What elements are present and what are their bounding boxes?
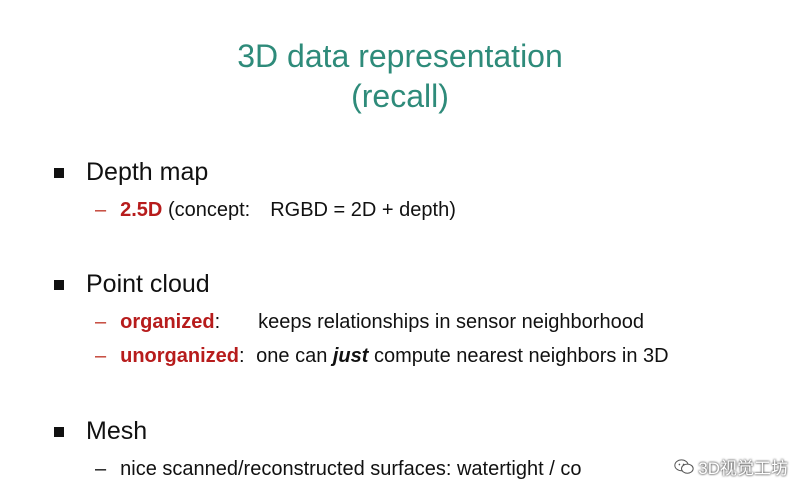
bullet-label: Depth map xyxy=(86,158,209,186)
bullet-square-icon xyxy=(54,426,64,437)
bullet-mesh: Mesh xyxy=(54,417,147,446)
bullet-square-icon xyxy=(54,167,64,178)
unorganized-text-a: one can xyxy=(256,345,328,367)
organized-description: keeps relationships in sensor neighborho… xyxy=(258,311,644,333)
sub-item-unorganized: –unorganized: one can just compute neare… xyxy=(95,345,669,368)
emphasis-just: just xyxy=(332,345,369,367)
title-line-1: 3D data representation xyxy=(237,38,563,74)
bullet-depth-map: Depth map xyxy=(54,158,208,187)
slide-title: 3D data representation (recall) xyxy=(0,36,800,116)
dash-marker: – xyxy=(95,458,107,480)
wechat-icon xyxy=(674,458,694,474)
bullet-point-cloud: Point cloud xyxy=(54,270,210,299)
mesh-description: nice scanned/reconstructed surfaces: wat… xyxy=(120,458,582,480)
dash-marker: – xyxy=(95,311,107,333)
term-unorganized: unorganized xyxy=(120,345,240,367)
watermark: 3D视觉工坊 xyxy=(674,454,788,479)
term-organized: organized xyxy=(120,311,215,333)
watermark-text: 3D视觉工坊 xyxy=(698,459,788,478)
dash-marker: – xyxy=(95,199,107,221)
title-line-2: (recall) xyxy=(351,78,449,114)
bullet-square-icon xyxy=(54,279,64,290)
separator: : xyxy=(214,311,221,333)
term-2-5d: 2.5D xyxy=(120,199,163,221)
sub-item-2-5d: –2.5D (concept: RGBD = 2D + depth) xyxy=(95,199,456,222)
sub-item-mesh: –nice scanned/reconstructed surfaces: wa… xyxy=(95,458,581,481)
unorganized-text-b: compute nearest neighbors in 3D xyxy=(374,345,669,367)
concept-text: RGBD = 2D + depth) xyxy=(270,199,456,221)
dash-marker: – xyxy=(95,345,107,367)
bullet-label: Point cloud xyxy=(86,270,210,298)
concept-label: (concept: xyxy=(167,199,251,221)
sub-item-organized: –organized: keeps relationships in sensor… xyxy=(95,311,644,334)
separator: : xyxy=(239,345,245,367)
bullet-label: Mesh xyxy=(86,417,148,445)
